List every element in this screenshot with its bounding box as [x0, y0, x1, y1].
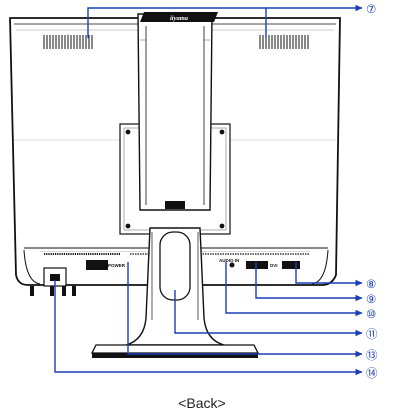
dvi-port-label: DVI — [270, 263, 278, 268]
callout-11: ⑪ — [366, 327, 378, 341]
power-port-label: POWER — [108, 263, 126, 268]
figure-caption: <Back> — [178, 395, 226, 411]
vent-left — [42, 34, 94, 50]
callout-7: ⑦ — [366, 2, 376, 16]
vent-right — [259, 35, 309, 49]
leader-7 — [87, 7, 267, 38]
brand-bar: iiyama — [140, 12, 218, 22]
callout-leaders — [54, 4, 363, 376]
panel-feet — [30, 286, 76, 296]
audio-port-label: AUDIO IN — [219, 258, 239, 263]
leader-8 — [295, 262, 363, 287]
audio-in-jack — [229, 262, 235, 268]
leader-9 — [255, 262, 363, 302]
callout-9: ⑨ — [366, 292, 376, 306]
vesa-screw-hole — [125, 129, 131, 135]
cable-holder — [159, 231, 191, 301]
callout-8: ⑧ — [366, 277, 376, 291]
leader-13 — [127, 262, 363, 358]
callout-10: ⑩ — [366, 307, 376, 321]
vga-port-label: VGA — [288, 263, 299, 268]
dvi-connector — [246, 261, 268, 269]
leader-14 — [54, 280, 363, 376]
vga-connector — [282, 261, 300, 269]
callout-numbers: ⑦ ⑧ ⑨ ⑩ ⑪ ⑬ ⑭ — [366, 2, 378, 380]
callout-13: ⑬ — [366, 348, 378, 362]
power-connector — [86, 260, 108, 270]
vesa-screw-hole — [219, 129, 225, 135]
stand-body — [90, 227, 260, 358]
leader-11 — [174, 290, 363, 337]
vesa-screw-hole — [125, 223, 131, 229]
stand-neck — [137, 13, 213, 211]
leader-10 — [225, 262, 363, 317]
brand-logo: iiyama — [170, 15, 189, 22]
vesa-screw-hole — [219, 223, 225, 229]
callout-14: ⑭ — [366, 366, 378, 380]
stand-lock-clip — [165, 201, 185, 209]
